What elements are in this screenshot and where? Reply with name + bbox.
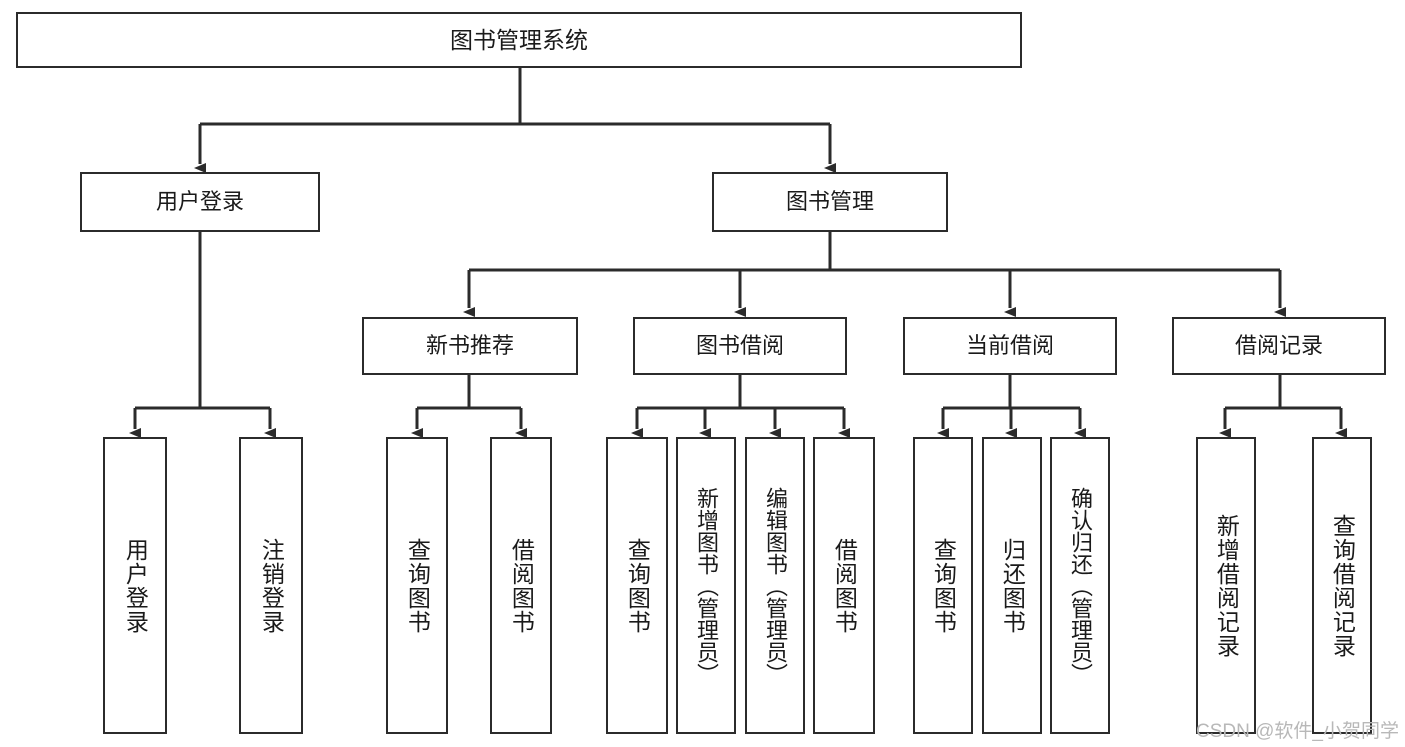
leaf-query-book-3-label: 查询图书 xyxy=(930,537,957,634)
node-book-borrow-label: 图书借阅 xyxy=(695,333,784,358)
node-root-label: 图书管理系统 xyxy=(450,26,588,53)
leaf-return-book-label: 归还图书 xyxy=(999,537,1026,634)
leaf-borrow-book-2[interactable]: 借阅图书 xyxy=(813,437,875,734)
leaf-borrow-book-2-label: 借阅图书 xyxy=(831,537,858,634)
leaf-confirm-return[interactable]: 确认归还（管理员） xyxy=(1050,437,1110,734)
leaf-logout-login[interactable]: 注销登录 xyxy=(239,437,303,734)
node-borrow-record-label: 借阅记录 xyxy=(1234,333,1323,358)
leaf-query-record-label: 查询借阅记录 xyxy=(1329,513,1356,658)
leaf-add-book-label: 新增图书（管理员） xyxy=(694,486,719,685)
leaf-borrow-book-1[interactable]: 借阅图书 xyxy=(490,437,552,734)
node-user-login[interactable]: 用户登录 xyxy=(80,172,320,232)
leaf-query-book-1[interactable]: 查询图书 xyxy=(386,437,448,734)
node-book-borrow[interactable]: 图书借阅 xyxy=(633,317,847,375)
node-new-book-recommend[interactable]: 新书推荐 xyxy=(362,317,578,375)
leaf-query-book-1-label: 查询图书 xyxy=(404,537,431,634)
node-book-manage-label: 图书管理 xyxy=(785,189,874,214)
leaf-query-book-2-label: 查询图书 xyxy=(624,537,651,634)
leaf-query-book-2[interactable]: 查询图书 xyxy=(606,437,668,734)
node-borrow-record[interactable]: 借阅记录 xyxy=(1172,317,1386,375)
leaf-add-record-label: 新增借阅记录 xyxy=(1213,513,1240,658)
leaf-user-login[interactable]: 用户登录 xyxy=(103,437,167,734)
leaf-edit-book[interactable]: 编辑图书（管理员） xyxy=(745,437,805,734)
csdn-watermark: CSDN @软件_小贺同学 xyxy=(1196,721,1399,742)
leaf-confirm-return-label: 确认归还（管理员） xyxy=(1068,486,1093,685)
node-new-book-recommend-label: 新书推荐 xyxy=(425,333,514,358)
leaf-edit-book-label: 编辑图书（管理员） xyxy=(763,486,788,685)
leaf-add-book[interactable]: 新增图书（管理员） xyxy=(676,437,736,734)
leaf-user-login-label: 用户登录 xyxy=(122,537,149,634)
leaf-query-book-3[interactable]: 查询图书 xyxy=(913,437,973,734)
leaf-add-record[interactable]: 新增借阅记录 xyxy=(1196,437,1256,734)
node-root[interactable]: 图书管理系统 xyxy=(16,12,1022,68)
leaf-borrow-book-1-label: 借阅图书 xyxy=(508,537,535,634)
leaf-query-record[interactable]: 查询借阅记录 xyxy=(1312,437,1372,734)
node-current-borrow[interactable]: 当前借阅 xyxy=(903,317,1117,375)
leaf-return-book[interactable]: 归还图书 xyxy=(982,437,1042,734)
leaf-logout-login-label: 注销登录 xyxy=(258,537,285,634)
node-current-borrow-label: 当前借阅 xyxy=(965,333,1054,358)
node-user-login-label: 用户登录 xyxy=(155,189,244,214)
node-book-manage[interactable]: 图书管理 xyxy=(712,172,948,232)
